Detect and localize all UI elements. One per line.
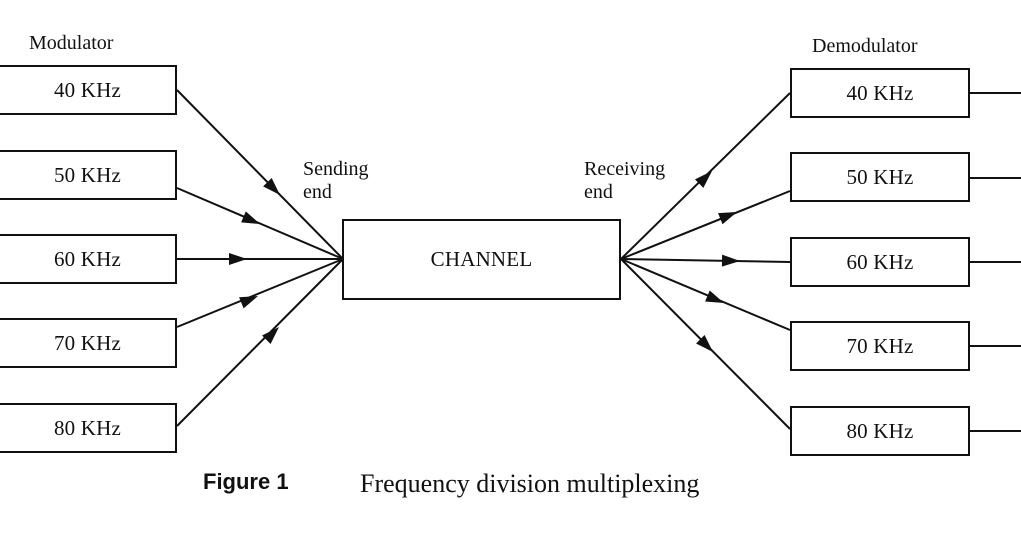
demodulator-box-40: 40 KHz [790,68,970,118]
arrow-demod-50 [718,212,737,225]
channel-box: CHANNEL [342,219,621,300]
receiving-end-label-line1: Receiving [584,158,666,180]
arrow-demod-40 [694,171,712,188]
arrow-demod-60 [721,254,740,267]
arrow-demod-80 [696,334,713,352]
arrow-mod-50 [241,211,260,224]
sending-end-label-line2: end [303,181,332,203]
arrow-demod-70 [705,290,724,303]
sending-end-label-line1: Sending [303,158,369,180]
demodulator-box-60: 60 KHz [790,237,970,287]
line-mod-70 [176,258,344,328]
modulator-box-80: 80 KHz [0,403,177,453]
modulator-box-40: 40 KHz [0,65,177,115]
line-mod-50 [176,187,344,260]
arrow-mod-80 [262,327,279,345]
demodulator-box-50: 50 KHz [790,152,970,202]
modulator-box-70: 70 KHz [0,318,177,368]
receiving-end-label-line2: end [584,181,613,203]
demodulator-title: Demodulator [812,35,918,57]
figure-caption: Frequency division multiplexing [360,469,700,498]
line-demod-50 [620,190,791,260]
arrow-mod-40 [263,177,280,195]
arrow-mod-70 [239,296,258,309]
modulator-title: Modulator [29,32,114,54]
modulator-box-60: 60 KHz [0,234,177,284]
line-mod-40 [176,89,344,260]
figure-label: Figure 1 [203,469,289,494]
line-demod-70 [620,258,791,331]
line-demod-60 [620,258,791,263]
modulator-box-50: 50 KHz [0,150,177,200]
line-mod-80 [176,258,344,427]
arrow-mod-60 [229,253,247,265]
demodulator-box-70: 70 KHz [790,321,970,371]
demodulator-box-80: 80 KHz [790,406,970,456]
